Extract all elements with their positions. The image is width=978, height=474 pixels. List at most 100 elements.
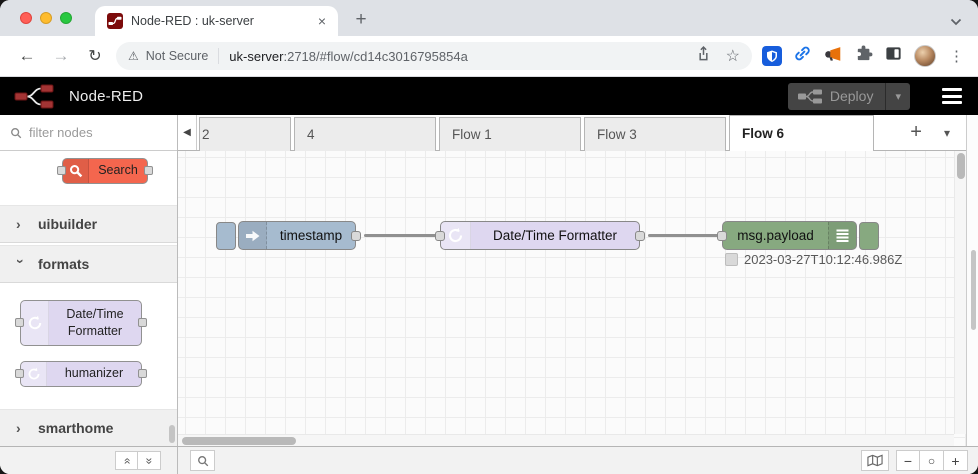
canvas-vertical-scrollbar[interactable]	[954, 151, 966, 434]
node-label: msg.payload	[737, 228, 814, 243]
window-controls	[20, 12, 72, 24]
node-inject-timestamp[interactable]: timestamp	[216, 221, 361, 250]
forward-button[interactable]: →	[52, 46, 70, 65]
node-debug-msg-payload[interactable]: msg.payload	[717, 221, 879, 250]
node-body[interactable]: Date/Time Formatter	[435, 221, 645, 250]
omnibox-divider	[218, 48, 220, 64]
nodered-logo-icon	[14, 84, 54, 108]
flow-tab-flow6-active[interactable]: Flow 6	[729, 115, 874, 151]
url-text[interactable]: uk-server:2718/#flow/cd14c3016795854a	[229, 49, 686, 64]
url-path: :2718/#flow/cd14c3016795854a	[283, 48, 468, 64]
browser-tab-title: Node-RED : uk-server	[131, 14, 254, 28]
tab-scroll-left-button[interactable]: ◀	[178, 115, 197, 150]
reload-button[interactable]: ↻	[88, 48, 102, 65]
close-window-button[interactable]	[20, 12, 32, 24]
flow-tab-label: Flow 1	[452, 127, 492, 142]
inject-arrow-icon	[239, 222, 267, 249]
add-flow-button[interactable]: +	[910, 121, 922, 143]
output-port[interactable]	[635, 231, 645, 241]
palette-node-search[interactable]: Search	[57, 158, 153, 184]
zoom-window-button[interactable]	[60, 12, 72, 24]
scrollbar-thumb[interactable]	[957, 153, 965, 179]
palette-category-smarthome[interactable]: › smarthome	[0, 409, 177, 446]
flow-list-caret[interactable]: ▾	[943, 125, 950, 140]
inject-trigger-button[interactable]	[216, 221, 236, 250]
debug-toggle-button[interactable]	[859, 221, 879, 250]
zoom-reset-button[interactable]: ○	[920, 450, 944, 471]
sidebar-toggle-icon[interactable]	[884, 44, 903, 68]
palette-node-datetime-formatter[interactable]: Date/Time Formatter	[15, 300, 147, 346]
palette-node-humanizer[interactable]: humanizer	[15, 361, 147, 387]
timer-icon	[21, 301, 49, 345]
app-title: Node-RED	[69, 87, 144, 105]
node-port	[15, 318, 24, 327]
canvas-horizontal-scrollbar[interactable]	[178, 434, 954, 446]
browser-menu-icon[interactable]: ⋮	[949, 48, 964, 65]
zoom-out-button[interactable]: −	[896, 450, 920, 471]
page-scrollbar[interactable]	[966, 115, 978, 446]
timer-icon	[21, 362, 47, 386]
node-body[interactable]: msg.payload	[717, 221, 857, 250]
not-secure-label[interactable]: Not Secure	[145, 49, 209, 63]
zoom-in-button[interactable]: +	[944, 450, 968, 471]
palette-node-label: Date/Time Formatter	[66, 306, 124, 339]
close-tab-icon[interactable]: ×	[317, 13, 326, 29]
chevron-down-icon: ›	[13, 259, 29, 264]
node-port	[57, 166, 66, 175]
minimize-window-button[interactable]	[40, 12, 52, 24]
bookmark-star-icon[interactable]: ☆	[725, 48, 740, 65]
palette-body: Search › uibuilder › formats	[0, 151, 177, 446]
nodered-logo: Node-RED	[14, 84, 143, 109]
search-flows-button[interactable]	[190, 450, 215, 471]
flow-tab-2[interactable]: 2	[199, 117, 291, 151]
node-port	[138, 369, 147, 378]
node-palette: Search › uibuilder › formats	[0, 115, 178, 446]
url-host: uk-server	[229, 48, 284, 64]
scrollbar-thumb[interactable]	[971, 250, 976, 330]
main-menu-icon[interactable]	[940, 84, 964, 108]
new-tab-button[interactable]: +	[355, 9, 367, 30]
flow-tab-flow3[interactable]: Flow 3	[584, 117, 726, 151]
chevron-down-icon[interactable]	[950, 13, 962, 31]
workspace: ◀ 2 4 Flow 1 Flow 3 Flow 6 + ▾	[178, 115, 966, 446]
node-label: timestamp	[279, 228, 343, 243]
status-text: 2023-03-27T10:12:46.986Z	[744, 252, 903, 267]
node-datetime-formatter[interactable]: Date/Time Formatter	[435, 221, 645, 250]
palette-category-formats[interactable]: › formats	[0, 245, 177, 283]
bitwarden-extension-icon[interactable]	[762, 46, 782, 66]
flow-canvas[interactable]: timestamp Date/Time Formatter	[178, 151, 966, 446]
wire[interactable]	[364, 234, 442, 237]
double-chevron-up-icon: »	[119, 457, 134, 464]
flow-tab-4[interactable]: 4	[294, 117, 436, 151]
output-port[interactable]	[351, 231, 361, 241]
palette-category-uibuilder[interactable]: › uibuilder	[0, 205, 177, 243]
profile-avatar[interactable]	[914, 45, 936, 67]
node-body[interactable]: timestamp	[238, 221, 361, 250]
navigator-map-button[interactable]	[861, 450, 889, 471]
palette-footer: » »	[0, 447, 178, 474]
palette-filter-input[interactable]	[29, 125, 159, 140]
collapse-all-categories-button[interactable]: »	[138, 451, 161, 470]
deploy-options-caret[interactable]: ▾	[895, 90, 901, 103]
palette-node-label: humanizer	[64, 366, 124, 381]
flow-tab-label: 2	[202, 127, 210, 142]
megaphone-extension-icon[interactable]	[823, 44, 843, 68]
input-port[interactable]	[717, 231, 727, 241]
scrollbar-thumb[interactable]	[182, 437, 296, 445]
expand-all-categories-button[interactable]: »	[115, 451, 138, 470]
back-button[interactable]: ←	[18, 46, 36, 65]
footer: » » − ○ +	[0, 446, 978, 474]
browser-tab[interactable]: Node-RED : uk-server ×	[95, 6, 338, 36]
not-secure-warning-icon[interactable]: ⚠	[128, 49, 139, 63]
flow-tab-label: Flow 6	[742, 126, 785, 141]
node-port	[15, 369, 24, 378]
extensions-puzzle-icon[interactable]	[854, 44, 873, 68]
share-icon[interactable]	[695, 45, 712, 67]
wire[interactable]	[648, 234, 724, 237]
deploy-button[interactable]: Deploy ▾	[787, 82, 910, 110]
flow-tab-flow1[interactable]: Flow 1	[439, 117, 581, 151]
address-bar[interactable]: ⚠ Not Secure uk-server:2718/#flow/cd14c3…	[116, 42, 752, 70]
input-port[interactable]	[435, 231, 445, 241]
link-extension-icon[interactable]	[793, 44, 812, 68]
palette-scrollbar[interactable]	[169, 425, 175, 443]
